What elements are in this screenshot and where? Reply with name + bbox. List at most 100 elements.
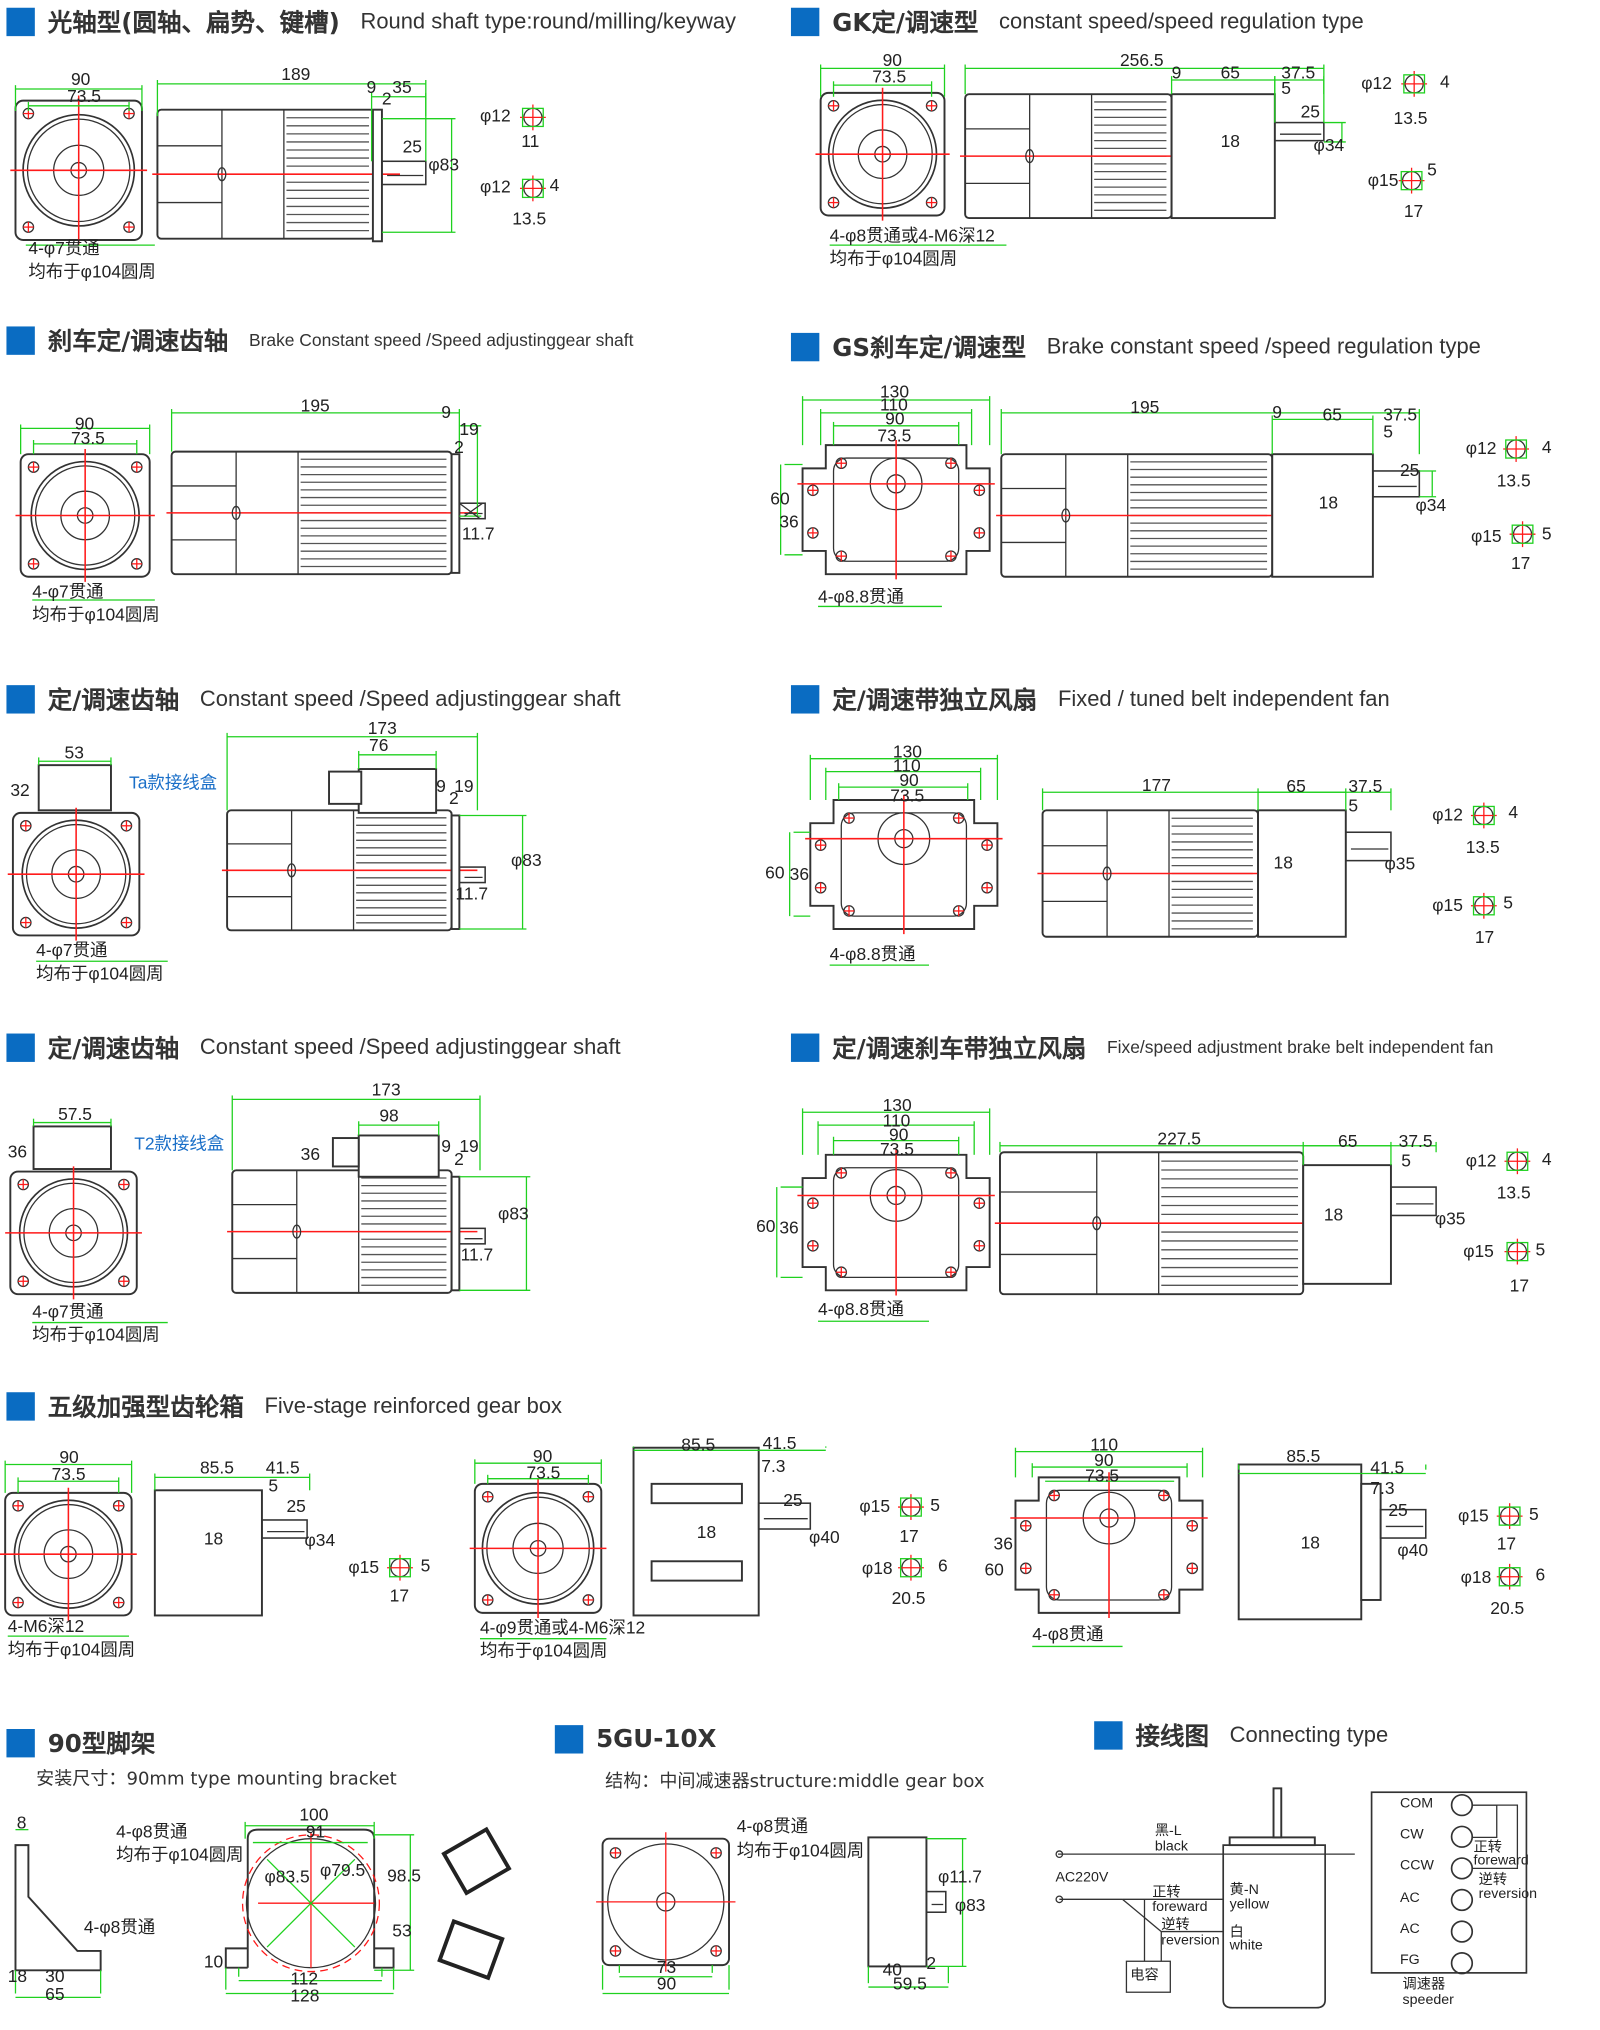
dimension-label: 65 bbox=[1220, 63, 1241, 83]
dimension-label: 19 bbox=[454, 776, 474, 797]
reverse-jumper bbox=[1472, 1804, 1519, 1869]
dimension-label: 110 bbox=[882, 1110, 911, 1131]
section-marker-icon bbox=[790, 1032, 820, 1062]
dimension-label: 17 bbox=[1510, 553, 1531, 573]
bracket-photo bbox=[441, 1826, 512, 1896]
dimension-label: 5 bbox=[1427, 159, 1437, 180]
dimension-label: 2 bbox=[381, 89, 392, 109]
speeder-terminal-fg bbox=[1450, 1952, 1474, 1975]
section-marker-icon bbox=[6, 1391, 35, 1420]
flange-outline bbox=[801, 444, 991, 576]
dimension-label: φ83 bbox=[498, 1203, 529, 1224]
dimension-label: φ40 bbox=[1397, 1540, 1429, 1560]
wiring-label: speeder bbox=[1402, 1992, 1454, 2008]
wiring-label: black bbox=[1154, 1838, 1188, 1855]
dimension-label: 5 bbox=[1281, 78, 1291, 99]
section-title-en: Fixed / tuned belt independent fan bbox=[1057, 685, 1390, 711]
speeder-terminal-ac2 bbox=[1450, 1920, 1474, 1943]
hole-note: 均布于φ104圆周 bbox=[36, 963, 164, 984]
dimension-label: 90 bbox=[1094, 1450, 1114, 1470]
dimension-label: 13.5 bbox=[1393, 108, 1428, 128]
dimension-label: 59.5 bbox=[892, 1974, 927, 1994]
center-mark bbox=[1102, 866, 1112, 881]
dimension-label: 36 bbox=[779, 512, 799, 532]
gear-housing-detail bbox=[650, 1482, 743, 1505]
hole-note: 均布于φ104圆周 bbox=[479, 1641, 608, 1661]
dimension-label: 18 bbox=[1323, 1205, 1344, 1225]
dimension-label: 18 bbox=[7, 1966, 28, 1986]
output-shaft-side bbox=[925, 1890, 947, 1913]
dimension-label: 73.5 bbox=[890, 785, 925, 806]
wiring-label: white bbox=[1229, 1938, 1263, 1954]
shaft-dim-box bbox=[1506, 1241, 1529, 1262]
flange-plate bbox=[450, 1175, 461, 1292]
hole-note: 均布于φ104圆周 bbox=[736, 1841, 865, 1861]
section-marker-icon bbox=[1094, 1720, 1123, 1750]
dimension-label: 110 bbox=[892, 756, 921, 776]
shaft-dim-box bbox=[1505, 439, 1528, 459]
section-marker-icon bbox=[6, 1728, 35, 1757]
cable-connector bbox=[331, 1137, 360, 1168]
dimension-label: 73.5 bbox=[70, 428, 105, 448]
section-marker-icon bbox=[790, 332, 820, 361]
dimension-label: 90 bbox=[59, 1447, 79, 1468]
dimension-label: 195 bbox=[1130, 397, 1160, 417]
dimension-label: 4 bbox=[1508, 802, 1519, 822]
dimension-label: 18 bbox=[1318, 492, 1339, 513]
dimension-label: 90 bbox=[656, 1974, 677, 1994]
speeder-box bbox=[1370, 1791, 1528, 1974]
dimension-label: 73.5 bbox=[877, 425, 912, 446]
wiring-label: AC220V bbox=[1055, 1869, 1109, 1886]
dimension-label: 7.3 bbox=[761, 1456, 786, 1477]
dimension-label: 53 bbox=[64, 743, 84, 763]
hole-note: 4-φ8贯通或4-M6深12 bbox=[829, 225, 995, 246]
dimension-label: 25 bbox=[1399, 460, 1420, 480]
output-shaft-side bbox=[458, 1227, 486, 1245]
dimension-label: φ34 bbox=[1415, 495, 1447, 515]
section-title-cn: 定/调速刹车带独立风扇 bbox=[832, 1034, 1087, 1064]
dimension-label: 20.5 bbox=[891, 1588, 926, 1608]
speeder-terminal-ac1 bbox=[1450, 1888, 1474, 1912]
dimension-label: 41.5 bbox=[1370, 1458, 1405, 1478]
dimension-label: 130 bbox=[892, 741, 922, 762]
dimension-label: 98.5 bbox=[387, 1865, 422, 1886]
gearbox-body bbox=[1170, 93, 1276, 220]
output-shaft-side bbox=[381, 160, 427, 186]
dimension-label: 100 bbox=[299, 1805, 329, 1825]
wiring-label: 正转 bbox=[1473, 1839, 1502, 1856]
hole-note: 4-φ8贯通 bbox=[1032, 1624, 1104, 1644]
dimension-label: 25 bbox=[1300, 101, 1321, 122]
forward-jumper bbox=[1472, 1804, 1498, 1839]
dimension-label: 5 bbox=[1535, 1239, 1546, 1260]
center-mark bbox=[231, 505, 241, 520]
dimension-label: φ12 bbox=[479, 176, 511, 197]
gearbox-body bbox=[1237, 1463, 1363, 1621]
wiring-label: FG bbox=[1399, 1952, 1420, 1968]
dimension-label: 173 bbox=[371, 1079, 401, 1100]
output-shaft-side bbox=[458, 502, 486, 520]
dimension-label: 60 bbox=[984, 1559, 1004, 1580]
junction-box-label: Ta款接线盒 bbox=[129, 772, 218, 793]
wiring-label: CW bbox=[1399, 1827, 1424, 1843]
dimension-label: 177 bbox=[1141, 775, 1171, 795]
hole-note: 4-φ8.8贯通 bbox=[818, 1299, 904, 1319]
hole-note: 4-φ8贯通 bbox=[116, 1821, 188, 1842]
section-marker-icon bbox=[6, 684, 35, 713]
bracket-photo bbox=[437, 1918, 505, 1981]
shaft-dim-box bbox=[899, 1497, 922, 1517]
section-title-cn: 光轴型(圆轴、扁势、键槽) bbox=[47, 9, 340, 38]
dimension-label: 5 bbox=[420, 1556, 431, 1576]
dimension-label: 11.7 bbox=[461, 523, 495, 544]
output-shaft-side bbox=[458, 866, 486, 884]
dimension-label: 130 bbox=[879, 381, 910, 402]
flange-outline bbox=[809, 799, 999, 930]
hole-note: 4-φ8贯通 bbox=[83, 1917, 156, 1937]
dimension-label: 41.5 bbox=[265, 1458, 300, 1478]
dimension-label: φ83 bbox=[428, 154, 460, 175]
dimension-label: φ83 bbox=[954, 1895, 986, 1915]
dimension-label: φ83 bbox=[510, 850, 542, 870]
dimension-label: 73.5 bbox=[872, 67, 907, 87]
